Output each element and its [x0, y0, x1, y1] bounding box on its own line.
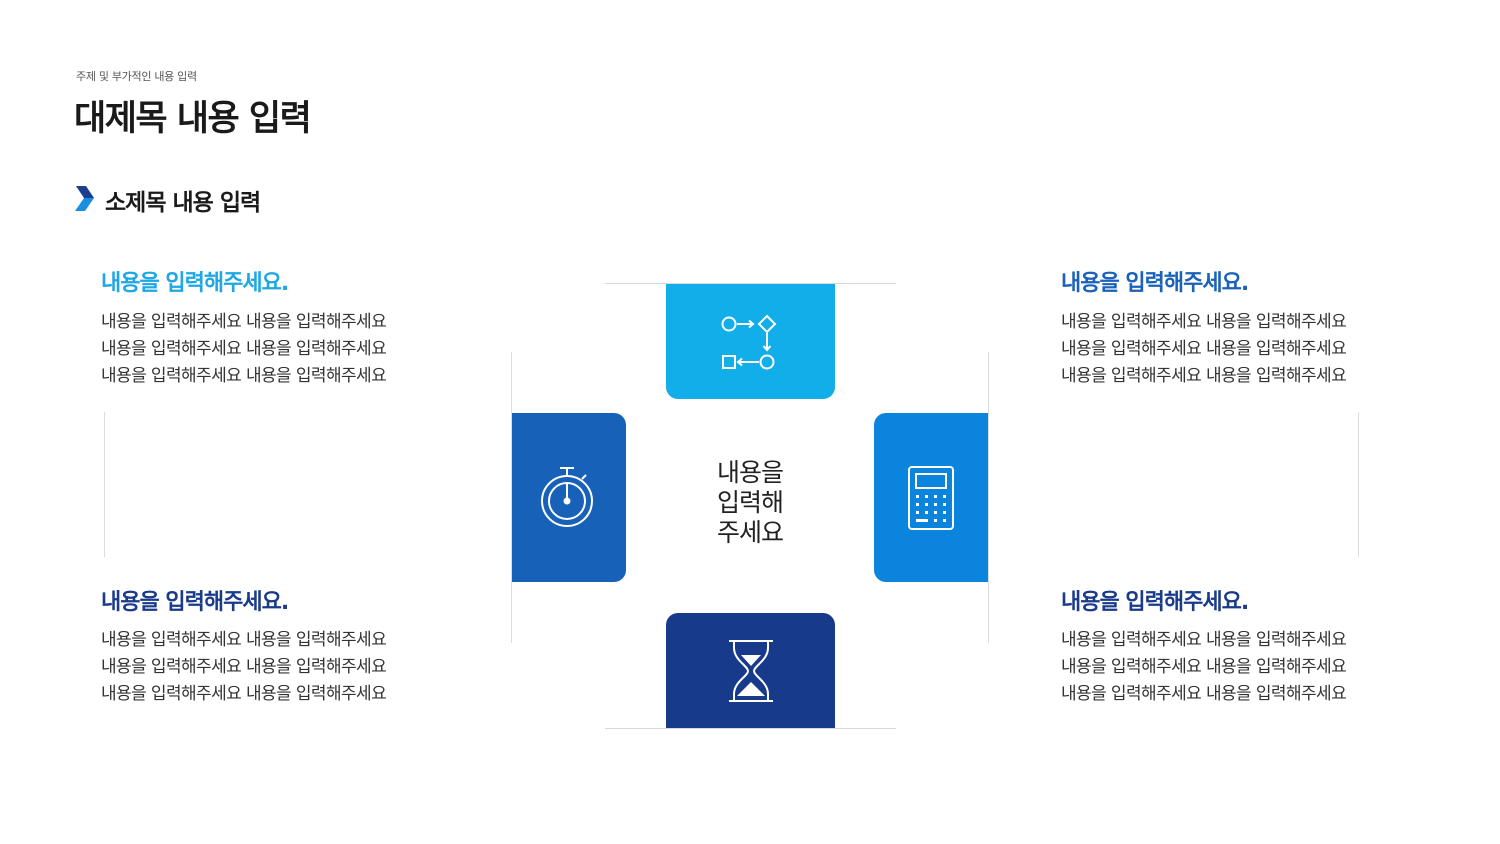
block-line: 내용을 입력해주세요 내용을 입력해주세요 — [1061, 339, 1347, 359]
tile-top — [666, 284, 835, 399]
flowchart-icon — [721, 314, 776, 369]
page-title: 대제목 내용 입력 — [74, 99, 312, 139]
frame-line-right — [988, 352, 989, 643]
block-line: 내용을 입력해주세요 내용을 입력해주세요 — [101, 657, 387, 677]
divider-left — [104, 412, 105, 557]
stopwatch-icon — [541, 466, 593, 527]
frame-line-top — [605, 283, 896, 284]
center-line: 입력해 — [716, 488, 784, 517]
text-block-bottom-right: 내용을 입력해주세요. 내용을 입력해주세요 내용을 입력해주세요 내용을 입력… — [1061, 584, 1347, 708]
hourglass-icon — [728, 639, 773, 702]
block-line: 내용을 입력해주세요 내용을 입력해주세요 — [101, 630, 387, 650]
block-body: 내용을 입력해주세요 내용을 입력해주세요 내용을 입력해주세요 내용을 입력해… — [1061, 627, 1347, 708]
center-line: 내용을 — [716, 458, 784, 487]
block-heading: 내용을 입력해주세요. — [1061, 271, 1249, 296]
chevron-right-icon — [75, 186, 94, 211]
block-heading: 내용을 입력해주세요. — [101, 590, 289, 615]
block-line: 내용을 입력해주세요 내용을 입력해주세요 — [101, 312, 387, 332]
block-body: 내용을 입력해주세요 내용을 입력해주세요 내용을 입력해주세요 내용을 입력해… — [101, 309, 387, 390]
text-block-bottom-left: 내용을 입력해주세요. 내용을 입력해주세요 내용을 입력해주세요 내용을 입력… — [101, 584, 387, 708]
text-block-top-right: 내용을 입력해주세요. 내용을 입력해주세요 내용을 입력해주세요 내용을 입력… — [1061, 265, 1347, 390]
block-heading: 내용을 입력해주세요. — [1061, 590, 1249, 615]
block-line: 내용을 입력해주세요 내용을 입력해주세요 — [1061, 657, 1347, 677]
block-heading: 내용을 입력해주세요. — [101, 271, 289, 296]
section-title: 소제목 내용 입력 — [105, 190, 261, 216]
block-line: 내용을 입력해주세요 내용을 입력해주세요 — [101, 684, 387, 704]
block-line: 내용을 입력해주세요 내용을 입력해주세요 — [101, 366, 387, 386]
page-subtitle: 주제 및 부가적인 내용 입력 — [76, 70, 197, 83]
block-line: 내용을 입력해주세요 내용을 입력해주세요 — [1061, 366, 1347, 386]
tile-left — [512, 413, 626, 582]
center-line: 주세요 — [716, 518, 784, 547]
tile-bottom — [666, 613, 835, 728]
block-line: 내용을 입력해주세요 내용을 입력해주세요 — [1061, 630, 1347, 650]
block-line: 내용을 입력해주세요 내용을 입력해주세요 — [1061, 684, 1347, 704]
block-line: 내용을 입력해주세요 내용을 입력해주세요 — [101, 339, 387, 359]
calculator-icon — [908, 465, 954, 530]
center-label: 내용을 입력해 주세요 — [690, 458, 810, 548]
frame-line-bottom — [605, 728, 896, 729]
text-block-top-left: 내용을 입력해주세요. 내용을 입력해주세요 내용을 입력해주세요 내용을 입력… — [101, 265, 387, 390]
block-body: 내용을 입력해주세요 내용을 입력해주세요 내용을 입력해주세요 내용을 입력해… — [1061, 309, 1347, 390]
block-line: 내용을 입력해주세요 내용을 입력해주세요 — [1061, 312, 1347, 332]
tile-right — [874, 413, 988, 582]
frame-line-left — [511, 352, 512, 643]
block-body: 내용을 입력해주세요 내용을 입력해주세요 내용을 입력해주세요 내용을 입력해… — [101, 627, 387, 708]
divider-right — [1358, 412, 1359, 557]
